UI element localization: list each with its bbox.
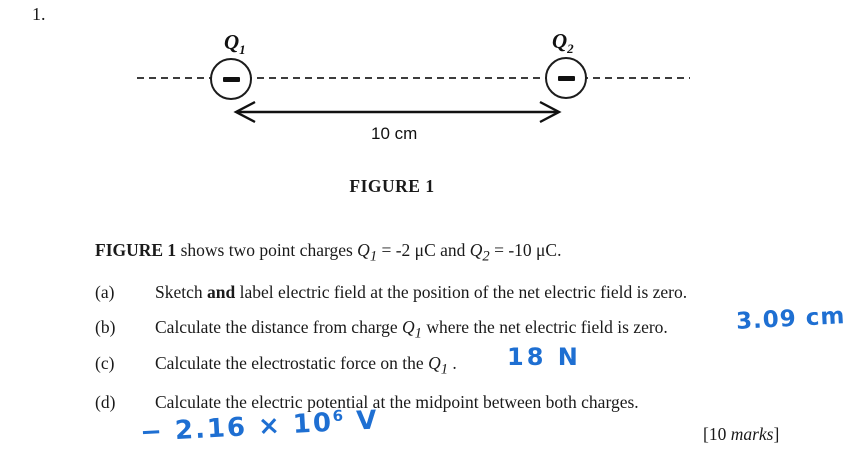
intro-bold: FIGURE 1 <box>95 240 177 260</box>
q1-symbol: Q <box>428 353 441 373</box>
item-a: (a)Sketch and label electric field at th… <box>95 282 688 302</box>
intro-paragraph: FIGURE 1 shows two point charges Q1 = -2… <box>95 240 562 265</box>
item-b-label: (b) <box>95 317 116 337</box>
item-a-label: (a) <box>95 282 115 302</box>
charge-q2-label: Q2 <box>552 29 574 57</box>
distance-label: 10 cm <box>371 124 418 143</box>
arrowhead-left-icon <box>233 100 256 124</box>
q2-symbol: Q <box>552 29 568 53</box>
item-c-label: (c) <box>95 353 115 373</box>
q1-symbol: Q <box>402 317 415 337</box>
item-c: (c)Calculate the electrostatic force on … <box>95 353 457 378</box>
marks-label: [10 marks] <box>703 424 780 444</box>
arrowhead-right-icon <box>539 100 562 124</box>
q2-subscript: 2 <box>567 41 574 57</box>
q2-symbol: Q <box>469 240 483 260</box>
charge-q1 <box>210 58 252 100</box>
item-d: (d)Calculate the electric potential at t… <box>95 392 639 412</box>
charge-q2 <box>545 57 587 99</box>
handwritten-answer-c: 18 N <box>507 343 581 371</box>
item-d-label: (d) <box>95 392 116 412</box>
item-b: (b)Calculate the distance from charge Q1… <box>95 317 668 342</box>
figure-caption: FIGURE 1 <box>349 176 435 196</box>
q1-subscript: 1 <box>239 42 246 58</box>
dashed-baseline <box>137 77 690 79</box>
q1-symbol: Q <box>224 30 240 54</box>
q1-symbol: Q <box>357 240 370 260</box>
double-arrow <box>233 100 562 124</box>
charge-q1-label: Q1 <box>224 30 246 58</box>
question-number: 1. <box>32 4 46 24</box>
minus-icon <box>222 76 240 82</box>
minus-icon <box>557 75 575 81</box>
